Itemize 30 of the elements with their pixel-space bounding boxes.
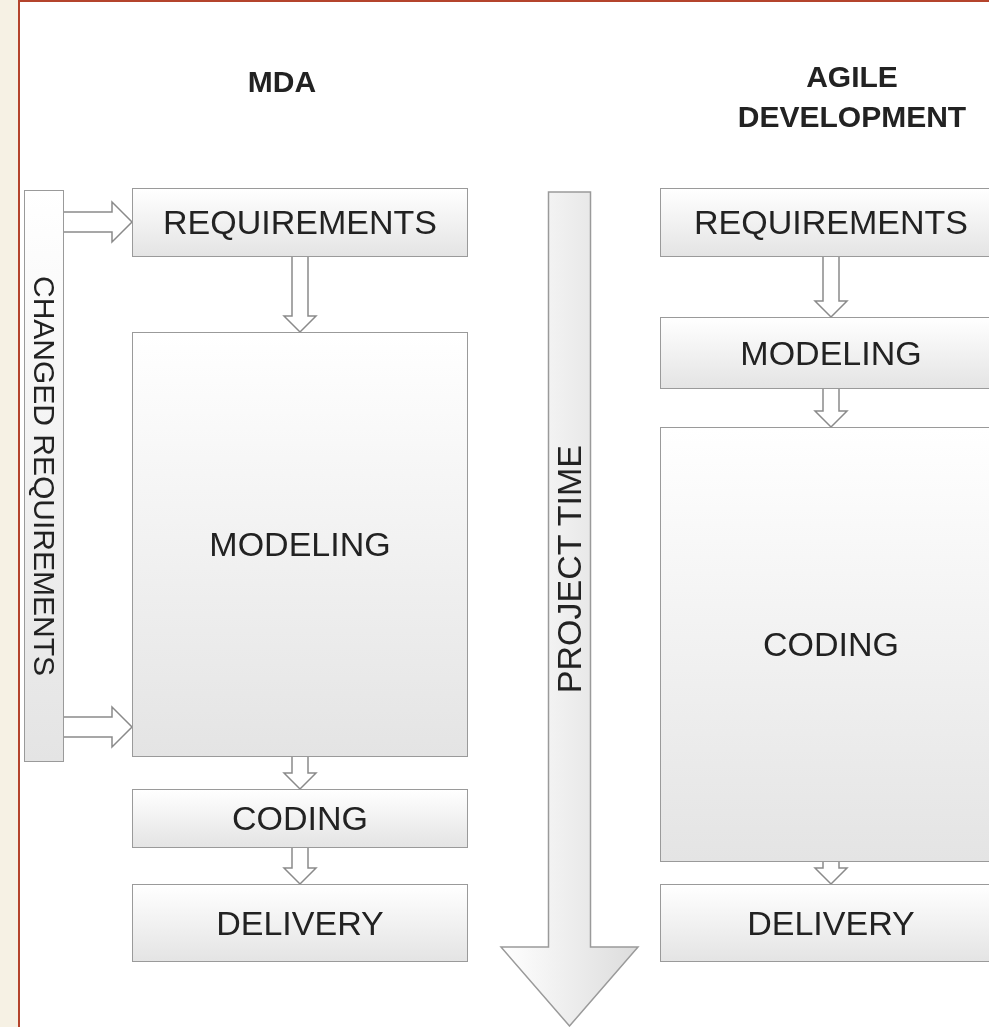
column-heading: AGILE DEVELOPMENT (736, 59, 968, 135)
box-label: MODELING (740, 333, 922, 373)
box-label: REQUIREMENTS (163, 203, 437, 242)
process-box (132, 188, 468, 257)
process-box (660, 188, 989, 257)
block-arrow (63, 200, 134, 244)
block-arrow (63, 705, 134, 749)
box-label: DELIVERY (747, 903, 915, 943)
box-label: REQUIREMENTS (694, 203, 968, 242)
column-heading: MDA (246, 64, 318, 100)
box-label: CHANGED REQUIREMENTS (27, 275, 61, 676)
process-box (132, 884, 468, 962)
side-bar (24, 190, 64, 762)
box-label: CODING (763, 625, 899, 664)
block-arrow (813, 256, 849, 319)
block-arrow (813, 861, 849, 886)
box-label: DELIVERY (216, 903, 384, 943)
block-arrow (813, 388, 849, 429)
process-box (132, 332, 468, 757)
process-box (132, 789, 468, 848)
arrow-label: PROJECT TIME (550, 445, 589, 694)
box-label: MODELING (209, 525, 391, 564)
process-box (660, 317, 989, 389)
block-arrow (282, 256, 318, 334)
process-box (660, 884, 989, 962)
block-arrow (282, 847, 318, 886)
process-box (660, 427, 989, 862)
time-arrow (500, 192, 639, 1027)
box-label: CODING (232, 799, 368, 838)
block-arrow (282, 756, 318, 791)
